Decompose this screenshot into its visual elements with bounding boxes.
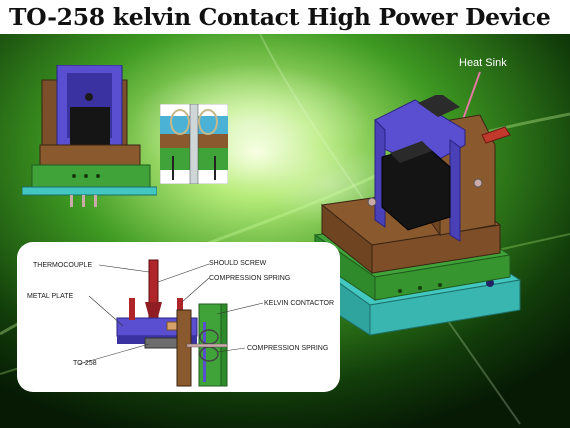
should-screw-label: SHOULD SCREW — [209, 260, 267, 267]
kelvin-contactor-label: KELVIN CONTACTOR — [264, 300, 335, 307]
front-view-assembly — [22, 65, 157, 207]
thermocouple-label: THERMOCOUPLE — [33, 262, 93, 269]
compression-spring-top-label: COMPRESSION SPRING — [209, 275, 291, 282]
detail-cross-section — [160, 104, 228, 184]
title-bar: TO-258 kelvin Contact High Power Device — [0, 0, 570, 34]
slide-title: TO-258 kelvin Contact High Power Device — [9, 3, 551, 31]
to258-label: TO-258 — [73, 360, 97, 367]
heat-sink-label: Heat Sink — [459, 57, 507, 69]
isometric-assembly — [300, 95, 522, 336]
compression-spring-bottom-label: COMPRESSION SPRING — [247, 345, 329, 352]
metal-plate-label: METAL PLATE — [27, 293, 74, 300]
cross-section-diagram — [78, 259, 264, 387]
